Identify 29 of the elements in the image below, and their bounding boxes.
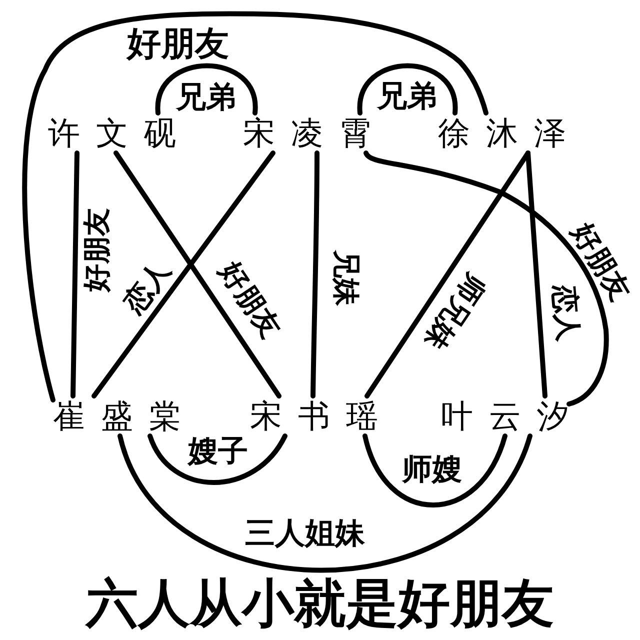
edge-label: 师嫂 bbox=[402, 455, 462, 485]
edge-label: 师兄妹 bbox=[420, 269, 490, 355]
edge-label: 好朋友 bbox=[214, 257, 286, 343]
person-name: 叶云汐 bbox=[441, 396, 569, 436]
connector-line bbox=[156, 63, 258, 116]
connector-line bbox=[70, 150, 80, 398]
person-name: 徐沐泽 bbox=[438, 113, 566, 153]
edge-label: 恋人 bbox=[550, 284, 582, 342]
edge-label: 兄妹 bbox=[332, 250, 360, 306]
connector-line bbox=[526, 150, 548, 398]
connector-line bbox=[310, 150, 320, 398]
person-name: 宋凌霄 bbox=[243, 113, 371, 153]
person-name: 宋书瑶 bbox=[250, 396, 378, 436]
edge-label: 三人姐妹 bbox=[245, 519, 365, 549]
edge-label: 好朋友 bbox=[127, 27, 229, 61]
connector-line bbox=[364, 150, 609, 406]
person-name: 许文砚 bbox=[48, 113, 176, 153]
edge-label: 恋人 bbox=[119, 256, 175, 318]
edge-label: 嫂子 bbox=[188, 437, 248, 467]
edge-label: 兄弟 bbox=[176, 83, 236, 113]
connector-line bbox=[22, 11, 488, 402]
person-name: 崔盛棠 bbox=[53, 396, 181, 436]
connector-line bbox=[118, 434, 532, 573]
connector-line bbox=[358, 63, 458, 116]
edge-label: 好朋友 bbox=[83, 208, 111, 292]
connector-line bbox=[148, 434, 288, 485]
edge-label: 兄弟 bbox=[377, 82, 437, 112]
caption-text: 六人从小就是好朋友 bbox=[86, 578, 554, 630]
connector-line bbox=[362, 434, 508, 508]
